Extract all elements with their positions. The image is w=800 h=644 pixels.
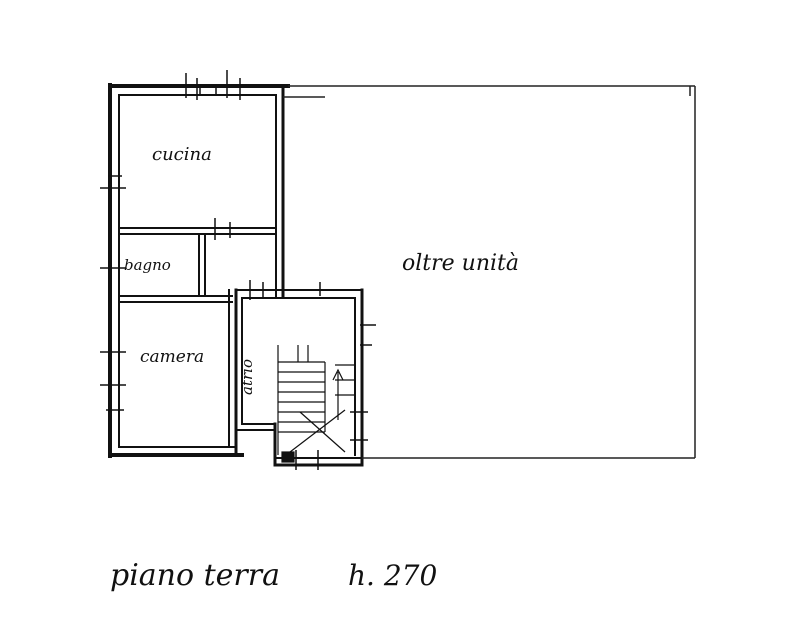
room-label-atrio: atrio (238, 359, 256, 395)
room-labels: cucina bagno camera atrio oltre unità (124, 144, 519, 395)
window-marks (100, 70, 376, 470)
room-label-bagno: bagno (124, 256, 171, 274)
room-label-oltre-unita: oltre unità (402, 251, 519, 276)
room-label-camera: camera (140, 347, 204, 367)
floor-label: piano terra (110, 558, 280, 593)
footer: piano terra h. 270 (110, 558, 437, 593)
height-label: h. 270 (348, 559, 437, 592)
neighbor-outline (283, 85, 696, 459)
staircase (277, 345, 355, 463)
outer-walls (108, 83, 364, 467)
room-label-cucina: cucina (152, 144, 212, 165)
